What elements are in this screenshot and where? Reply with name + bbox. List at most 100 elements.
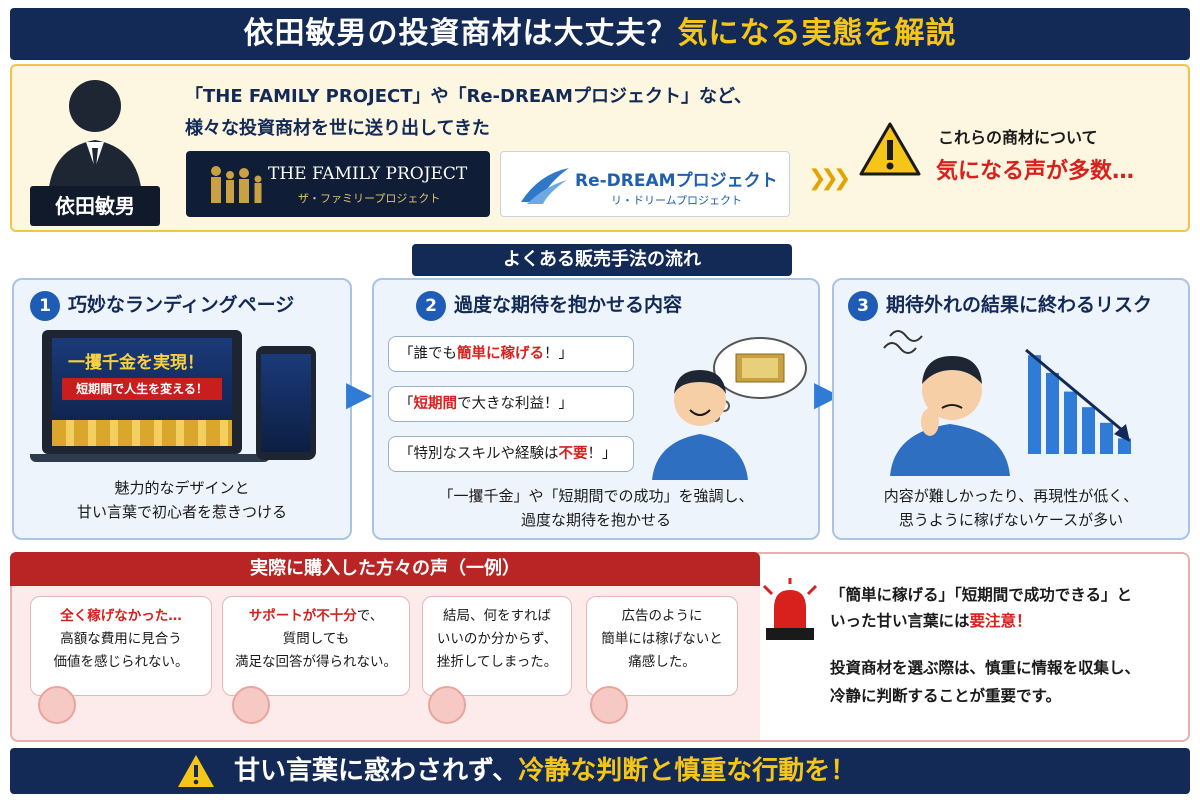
step1-number: 1 <box>30 290 60 321</box>
step3-desc2: 思うように稼げないケースが多い <box>898 511 1124 529</box>
step2-desc2: 過度な期待を抱かせる <box>520 511 671 529</box>
b2a: 「 <box>399 396 414 412</box>
warning-panel <box>760 554 1188 740</box>
logo-family-project: THE FAMILY PROJECT ザ・ファミリープロジェクト <box>186 151 490 217</box>
warning-icon <box>859 122 921 176</box>
chart-bar <box>1028 355 1041 454</box>
alert-line2: 気になる声が多数… <box>936 159 1135 184</box>
b1c: ！」 <box>544 346 573 362</box>
v1-highlight: 全く稼げなかった… <box>60 608 182 624</box>
b1a: 「誰でも <box>399 346 457 362</box>
logo-re-dream: Re-DREAMプロジェクト リ・ドリームプロジェクト <box>500 151 790 217</box>
avatar-1 <box>38 686 76 724</box>
step2-desc1: 「一攫千金」や「短期間での成功」を強調し、 <box>438 487 754 505</box>
chart-bar <box>1118 438 1131 454</box>
voice-card-2: サポートが不十分で、 質問しても 満足な回答が得られない。 <box>222 596 410 696</box>
title-banner: 依田敏男の投資商材は大丈夫？気になる実態を解説 <box>10 8 1190 60</box>
voice-card-1: 全く稼げなかった… 高額な費用に見合う 価値を感じられない。 <box>30 596 212 696</box>
v2-line3: 満足な回答が得られない。 <box>235 654 397 670</box>
v3-line3: 挫折してしまった。 <box>436 654 558 670</box>
b3c: ！」 <box>587 446 617 462</box>
step3-title: 期待外れの結果に終わるリスク <box>886 294 1153 316</box>
wing-logo-icon <box>521 168 569 204</box>
step1-desc1: 魅力的なデザインと <box>114 479 250 497</box>
v3-line2: いいのか分からず、 <box>436 631 558 647</box>
logo1-title: THE FAMILY PROJECT <box>268 164 468 184</box>
avatar-3 <box>428 686 466 724</box>
chart-bar <box>1046 372 1059 454</box>
intro-line1: 「THE FAMILY PROJECT」や「Re-DREAMプロジェクト」など、 <box>185 86 753 107</box>
step3-desc1: 内容が難しかったり、再現性が低く、 <box>883 487 1139 505</box>
b3a: 「特別なスキルや経験は <box>399 446 559 462</box>
worried-man-illustration <box>883 330 1010 476</box>
step2-header: 2 過度な期待を抱かせる内容 <box>416 290 682 321</box>
voice-card-4: 広告のように 簡単には稼げないと 痛感した。 <box>586 596 738 696</box>
v3-line1: 結局、何をすれば <box>443 608 551 624</box>
warning-line3: 投資商材を選ぶ際は、慎重に情報を収集し、 <box>830 659 1141 677</box>
declining-bar-chart <box>1025 348 1131 454</box>
warning-line1: 「簡単に稼げる」「短期間で成功できる」と <box>830 586 1132 604</box>
arrow-right-icon: ▶ <box>346 374 373 414</box>
gold-coins-icon <box>52 420 232 446</box>
v2-line2: 質問しても <box>282 631 350 647</box>
step3-card <box>832 278 1190 540</box>
laptop-base <box>30 454 270 462</box>
step1-desc: 魅力的なデザインと 甘い言葉で初心者を惹きつける <box>12 476 352 524</box>
logo1-sub: ザ・ファミリープロジェクト <box>298 192 441 205</box>
step2-desc: 「一攫千金」や「短期間での成功」を強調し、 過度な期待を抱かせる <box>372 484 820 532</box>
family-figures-icon <box>211 166 262 203</box>
logo2-sub: リ・ドリームプロジェクト <box>611 194 743 207</box>
laptop-illustration: 一攫千金を実現！ 短期間で人生を変える！ <box>42 330 242 454</box>
footer-main: 甘い言葉に惑わされず、 <box>234 756 519 786</box>
chart-bar <box>1100 422 1113 454</box>
bubble-easy-money: 「誰でも簡単に稼げる！」 <box>388 336 634 372</box>
warning-line4: 冷静に判断することが重要です。 <box>830 687 1061 705</box>
footer-text: 甘い言葉に惑わされず、冷静な判断と慎重な行動を！ <box>234 752 856 790</box>
bubble-no-skill: 「特別なスキルや経験は不要！」 <box>388 436 634 472</box>
v4-line2: 簡単には稼げないと <box>601 631 723 647</box>
flow-heading: よくある販売手法の流れ <box>412 244 792 276</box>
avatar-4 <box>590 686 628 724</box>
title-main: 依田敏男の投資商材は大丈夫？ <box>243 16 678 51</box>
v4-line1: 広告のように <box>621 608 703 624</box>
step3-number: 3 <box>848 290 878 321</box>
person-label: 依田敏男 <box>30 186 160 226</box>
laptop-screen-text2: 短期間で人生を変える！ <box>62 378 222 400</box>
chart-bar <box>1064 391 1077 454</box>
b2c: で大きな利益！」 <box>457 396 573 412</box>
b3b: 不要 <box>558 446 588 462</box>
step1-title: 巧妙なランディングページ <box>68 294 295 316</box>
v2-suffix: で、 <box>356 608 384 624</box>
smartphone-illustration <box>256 346 316 460</box>
footer-highlight: 冷静な判断と慎重な行動を！ <box>518 756 857 786</box>
step3-desc: 内容が難しかったり、再現性が低く、 思うように稼げないケースが多い <box>832 484 1190 532</box>
v1-line2: 高額な費用に見合う <box>60 631 182 647</box>
step2-title: 過度な期待を抱かせる内容 <box>454 294 683 316</box>
siren-icon <box>762 578 818 640</box>
voices-heading: 実際に購入した方々の声（一例） <box>10 552 760 586</box>
happy-man-illustration <box>652 337 807 480</box>
b2b: 短期間 <box>413 396 458 412</box>
trend-arrow <box>1025 348 1123 432</box>
trend-arrowhead <box>1114 424 1130 442</box>
v2-highlight: サポートが不十分 <box>248 608 357 624</box>
step2-number: 2 <box>416 290 446 321</box>
warning-text: 「簡単に稼げる」「短期間で成功できる」と いった甘い言葉には要注意！ <box>830 582 1132 634</box>
chevrons-icon: ❯❯❯ <box>808 166 851 191</box>
v4-line3: 痛感した。 <box>628 654 696 670</box>
bubble-short-term: 「短期間で大きな利益！」 <box>388 386 634 422</box>
avatar-2 <box>232 686 270 724</box>
title-highlight: 気になる実態を解説 <box>677 16 957 51</box>
laptop-screen-text1: 一攫千金を実現！ <box>68 353 204 373</box>
chart-bar <box>1082 407 1095 454</box>
logo2-title: Re-DREAMプロジェクト <box>575 171 778 191</box>
b1b: 簡単に稼げる <box>457 346 544 362</box>
step1-header: 1 巧妙なランディングページ <box>30 290 294 321</box>
voice-card-3: 結局、何をすれば いいのか分からず、 挫折してしまった。 <box>422 596 572 696</box>
warning-line2a: いった甘い言葉には <box>830 612 970 630</box>
warning-advice: 投資商材を選ぶ際は、慎重に情報を収集し、 冷静に判断することが重要です。 <box>830 654 1140 710</box>
intro-line2: 様々な投資商材を世に送り出してきた <box>185 118 490 139</box>
step3-header: 3 期待外れの結果に終わるリスク <box>848 290 1152 321</box>
alert-line1: これらの商材について <box>938 128 1098 147</box>
step1-desc2: 甘い言葉で初心者を惹きつける <box>76 503 287 521</box>
